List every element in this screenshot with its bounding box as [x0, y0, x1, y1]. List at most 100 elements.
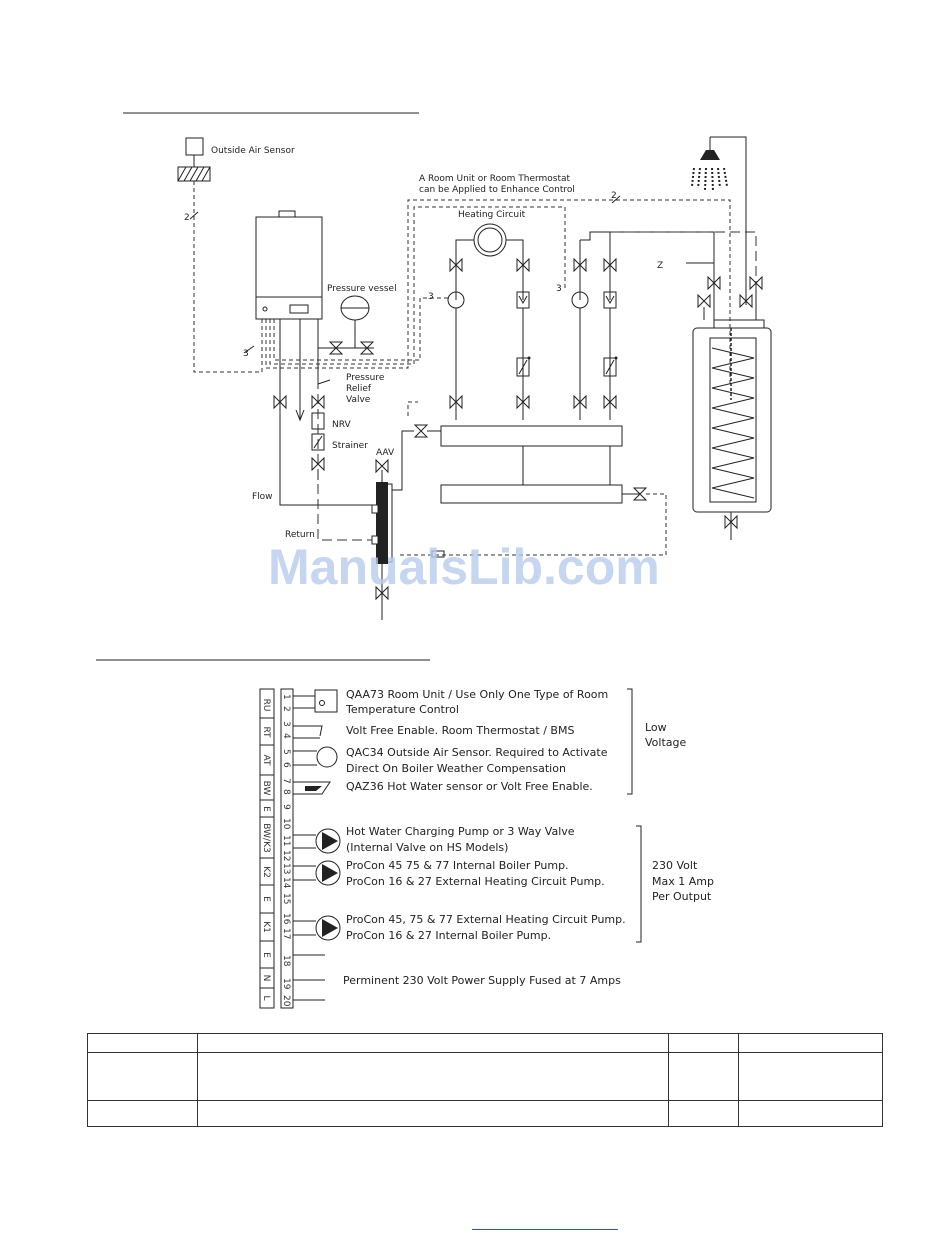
terminal-number: 5 — [281, 749, 291, 755]
thermostat-switch-icon — [293, 725, 323, 739]
hw-pump-icon — [293, 828, 341, 854]
sensor-wire — [193, 181, 262, 373]
table-cell — [738, 1052, 883, 1101]
terminal-group-at: AT — [261, 755, 271, 766]
table-cell — [197, 1052, 669, 1101]
desc-k2-1: ProCon 45 75 & 77 Internal Boiler Pump. — [346, 859, 569, 872]
table-cell — [197, 1100, 669, 1127]
watermark: ManualsLib.com — [268, 539, 660, 595]
terminal-group-k1: K1 — [261, 921, 271, 933]
desc-power: Perminent 230 Volt Power Supply Fused at… — [343, 974, 621, 987]
terminal-group-e1: E — [261, 806, 271, 812]
shower-head-icon — [691, 136, 747, 305]
wire-2-left-label: 2 — [184, 213, 190, 223]
return-pipe — [317, 319, 372, 541]
aav-label: AAV — [376, 448, 395, 458]
room-unit-note-1: A Room Unit or Room Thermostat — [419, 174, 571, 184]
terminal-group-k2: K2 — [261, 866, 271, 878]
desc-hw-pump-1: Hot Water Charging Pump or 3 Way Valve — [346, 825, 575, 838]
terminal-number: 6 — [281, 762, 291, 768]
terminal-numbers: 1 2 3 4 5 6 7 8 9 10 11 12 13 14 15 16 1… — [281, 694, 291, 1007]
table-row — [87, 1100, 883, 1127]
flow-pipe — [279, 319, 372, 506]
desc-volt-free: Volt Free Enable. Room Thermostat / BMS — [346, 724, 574, 737]
return-label: Return — [285, 530, 315, 540]
table-row — [87, 1033, 883, 1053]
high-voltage-label-1: 230 Volt — [652, 859, 698, 872]
terminal-group-ru: RU — [261, 699, 271, 712]
terminal-number: 9 — [281, 804, 291, 810]
radiator-symbol — [455, 223, 524, 300]
flow-label: Flow — [252, 492, 273, 502]
terminal-group-bw: BW — [261, 781, 271, 796]
wire-z-label: Z — [657, 261, 663, 271]
pressure-relief-label-1: Pressure — [346, 373, 385, 383]
low-loss-header — [371, 459, 393, 620]
pressure-vessel-label: Pressure vessel — [327, 284, 397, 294]
high-voltage-label-2: Max 1 Amp — [652, 875, 714, 888]
boiler — [255, 210, 323, 320]
terminal-number: 7 — [281, 778, 291, 784]
low-voltage-label-1: Low — [645, 721, 667, 734]
table-cell — [87, 1052, 198, 1101]
room-unit-icon — [293, 689, 338, 713]
table-cell — [668, 1052, 739, 1101]
high-voltage-bracket — [636, 825, 642, 943]
footer-link-underline[interactable] — [472, 1229, 618, 1230]
table-cell — [668, 1100, 739, 1127]
desc-qaa73-2: Temperature Control — [345, 703, 459, 716]
terminal-group-l: L — [261, 995, 271, 1000]
terminal-group-e2: E — [261, 896, 271, 902]
terminal-number: 14 — [281, 877, 291, 889]
terminal-number: 13 — [281, 863, 291, 874]
terminal-group-bwk3: BW/K3 — [261, 823, 271, 852]
terminal-number: 10 — [281, 818, 291, 830]
low-voltage-label-2: Voltage — [645, 736, 686, 749]
pressure-relief-label-2: Relief — [346, 384, 372, 394]
terminal-group-e3: E — [261, 952, 271, 958]
hot-water-cylinder — [692, 319, 772, 513]
terminal-number: 17 — [281, 928, 291, 939]
outside-air-sensor: Outside Air Sensor — [177, 137, 295, 182]
terminal-group-rt: RT — [261, 726, 271, 738]
k1-pump-icon — [293, 915, 341, 941]
terminal-number: 15 — [281, 893, 291, 904]
table-cell — [738, 1033, 883, 1053]
low-voltage-bracket — [627, 688, 633, 795]
table-row — [87, 1052, 883, 1101]
table-cell — [197, 1033, 669, 1053]
table-cell — [738, 1100, 883, 1127]
outside-sensor-icon — [293, 746, 338, 768]
terminal-number: 3 — [281, 721, 291, 727]
room-unit-wire — [265, 199, 731, 385]
terminal-number: 11 — [281, 835, 291, 846]
wire-2-top-label: 2 — [611, 191, 617, 201]
flow-header — [440, 425, 623, 447]
desc-k1-1: ProCon 45, 75 & 77 External Heating Circ… — [346, 913, 626, 926]
heating-circuit-label: Heating Circuit — [458, 210, 526, 220]
desc-k1-2: ProCon 16 & 27 Internal Boiler Pump. — [346, 929, 551, 942]
desc-qac34-2: Direct On Boiler Weather Compensation — [346, 762, 566, 775]
terminal-number: 12 — [281, 850, 291, 861]
terminal-number: 16 — [281, 913, 291, 925]
room-unit-note-2: can be Applied to Enhance Control — [419, 185, 575, 195]
spec-table — [87, 1033, 883, 1127]
k2-pump-icon — [293, 860, 341, 886]
high-voltage-label-3: Per Output — [652, 890, 712, 903]
pressure-vessel — [318, 295, 374, 349]
nrv-label: NRV — [332, 420, 351, 430]
table-cell — [87, 1100, 198, 1127]
wire-3-boiler-label: 3 — [243, 349, 249, 359]
return-header — [440, 484, 623, 504]
terminal-number: 2 — [281, 706, 291, 712]
hot-water-sensor-icon — [293, 781, 331, 795]
terminal-number: 4 — [281, 733, 291, 739]
table-cell — [87, 1033, 198, 1053]
terminal-number: 20 — [281, 995, 291, 1007]
desc-qaa73-1: QAA73 Room Unit / Use Only One Type of R… — [346, 688, 608, 701]
terminal-group-n: N — [261, 975, 271, 982]
outside-air-sensor-label: Outside Air Sensor — [211, 146, 295, 156]
strainer-label: Strainer — [332, 441, 368, 451]
pressure-relief-label-3: Valve — [346, 395, 371, 405]
terminal-number: 19 — [281, 978, 291, 990]
